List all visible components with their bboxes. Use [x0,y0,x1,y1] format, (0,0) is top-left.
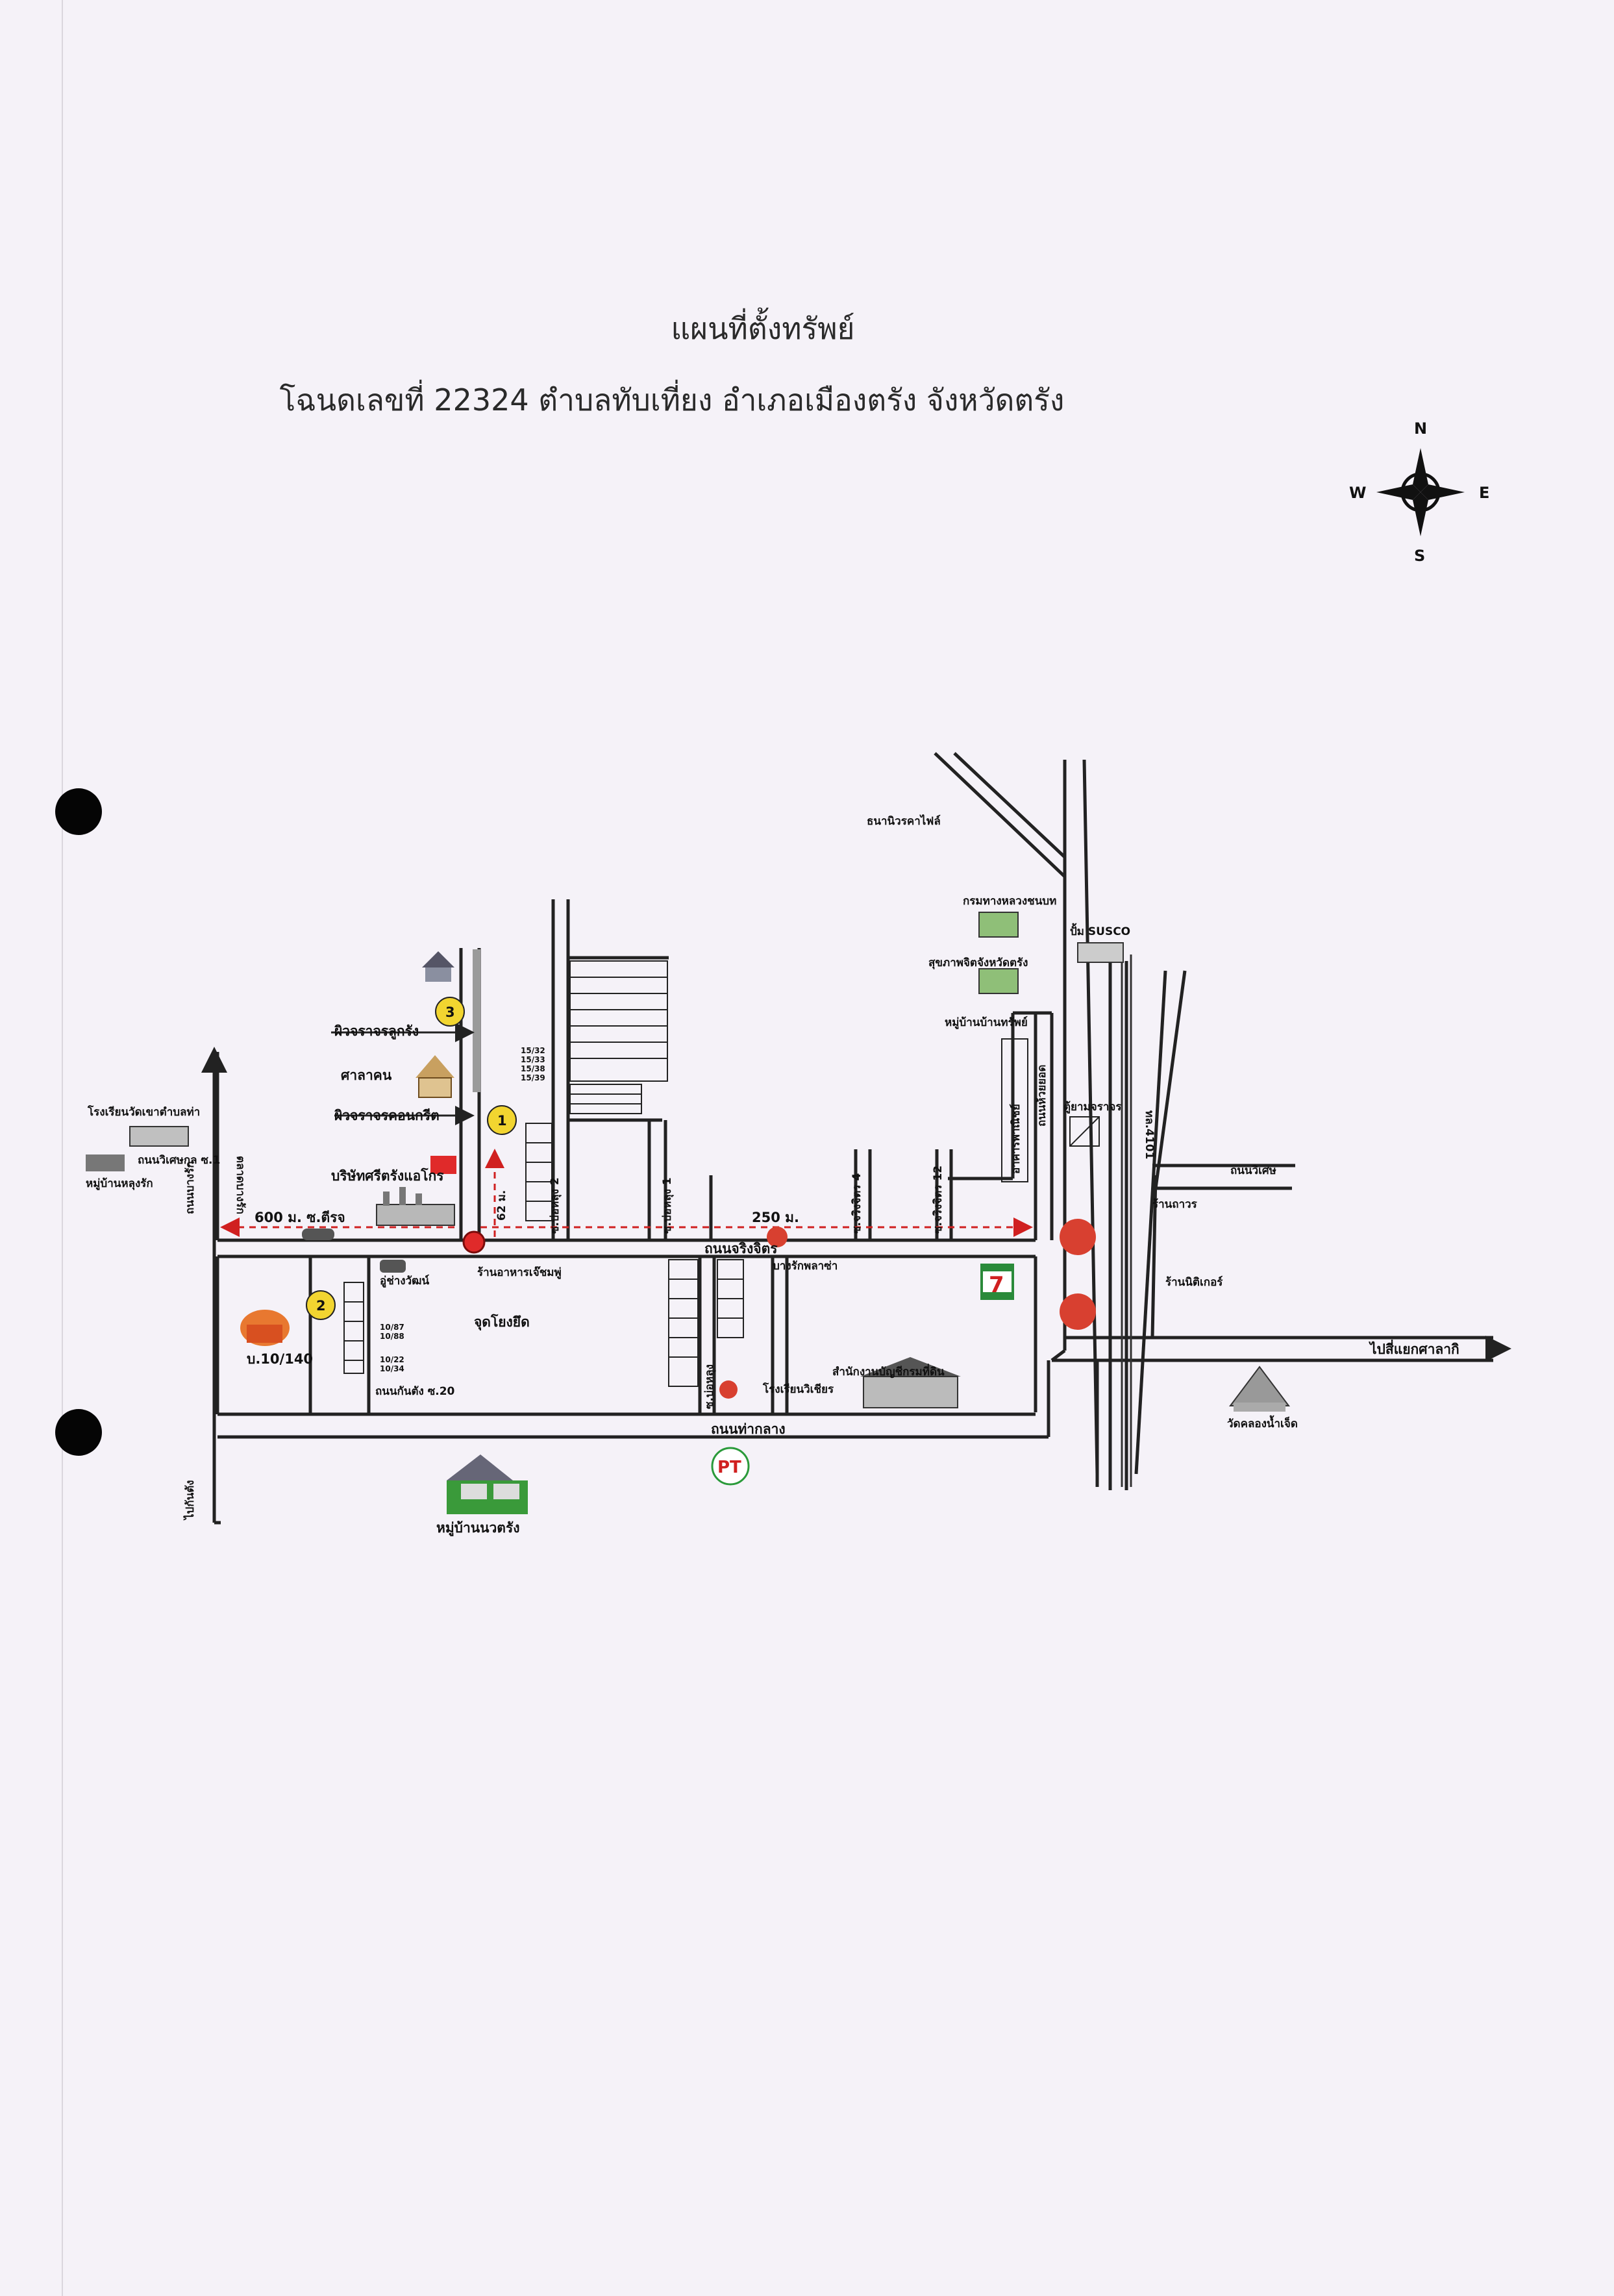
map-labels: ธนานิวรคาไฟล์ กรมทางหลวงชนบท สุขภาพจิตจั… [86,814,1459,1537]
svg-text:15/38: 15/38 [521,1064,545,1073]
label-temple: วัดคลองน้ำเจ็ด [1227,1415,1298,1430]
label-west-road: ถนนบางรัก [184,1161,197,1214]
distance-arrows [220,1149,1033,1237]
svg-text:3: 3 [445,1004,455,1020]
label-shop-1: ร้านอาหารเจ๊ชมพู่ [477,1266,562,1280]
svg-text:2: 2 [316,1298,326,1314]
orange-house-icon [240,1310,290,1346]
label-school-2: โรงเรียนวิเชียร [762,1382,834,1396]
label-lane-20: ถนนกันตัง ซ.20 [375,1385,455,1398]
svg-text:10/87: 10/87 [380,1323,404,1332]
label-soi-4: ซ.จริงจิตร 12 [932,1166,945,1234]
map-title: แผนที่ตั้งทรัพย์ [671,311,855,346]
green-buildings-icon [978,912,1124,994]
label-shop-tavorn: ร้านถาวร [1152,1198,1198,1211]
label-factory: บริษัทศรีตรังแอโกร [331,1167,444,1184]
map-subtitle: โฉนดเลขที่ 22324 ตำบลทับเที่ยง อำเภอเมือ… [279,382,1065,418]
pointer-arrows [331,1023,475,1125]
compass-rose-icon: N S E W [1349,419,1489,565]
label-soi-1: ซ.บ่อหลุง 2 [549,1177,562,1234]
factory-icon [376,1187,455,1226]
svg-text:7: 7 [989,1272,1004,1298]
distance-west: 600 ม. ซ.ตีรจ [255,1210,345,1225]
red-restaurant-icons [719,1219,1096,1399]
punch-hole-top [55,788,102,835]
office-building [1001,1038,1028,1182]
label-concrete-1: ผิวจราจรลูกรัง [334,1023,419,1040]
label-shop-2: อู่ช่างวัฒน์ [380,1274,429,1288]
car-icon [302,1229,406,1273]
marker-2: 2 [306,1290,336,1320]
label-ne-road: ถนนห้วยยอด [1036,1065,1049,1127]
paper-edge [62,0,63,2296]
label-to-trang: ไปกันตัง [183,1480,197,1521]
label-village-top: หมู่บ้านบ้านทรัพย์ [945,1016,1028,1030]
label-road-cafe: ถนนวิเศษกุล ซ.1 [138,1154,220,1167]
seven-eleven-icon: 7 [980,1264,1014,1300]
label-soi-3: ซ.จริงจิตร 4 [850,1173,863,1234]
svg-text:15/33: 15/33 [521,1055,545,1064]
road-network [212,752,1493,1525]
svg-text:10/22: 10/22 [380,1355,404,1364]
distance-north: 62 ม. [495,1190,508,1221]
label-road-right: ถนนวิเศษ [1230,1164,1276,1177]
pavilion-icon [416,1055,454,1098]
label-main-road: ถนนจริงจิตร [704,1241,778,1256]
village-bottom-icon [447,1454,528,1514]
label-concrete-2: ผิวจราจรคอนกรีต [334,1108,439,1123]
police-box-icon [1069,1116,1100,1147]
label-cabin: ตู้ยามจราจร [1063,1101,1122,1114]
gas-station-icon: PT [711,1447,750,1486]
property-pin-icon [462,1230,486,1254]
compass-w: W [1349,484,1366,502]
direction-arrows [201,1047,1511,1362]
label-linking: จุดโยงยึด [474,1314,530,1331]
marker-1: 1 [487,1105,517,1135]
label-trang-market: บางรักพลาซ่า [773,1260,838,1273]
svg-text:10/34: 10/34 [380,1364,404,1373]
label-west-road-top: ตลาดบางรัก [234,1156,247,1214]
house-icon-top [422,951,454,982]
compass-n: N [1414,419,1427,438]
concrete-road-strip [473,949,480,1092]
label-school: สุขภาพจิตจังหวัดตรัง [928,956,1028,969]
label-shop-vitek: ร้านนิติเกอร์ [1165,1275,1223,1289]
label-highway: ทล.4101 [1143,1110,1156,1159]
label-house-no: บ.10/140 [247,1351,313,1367]
label-office: อาคารพาณิชย์ [1009,1104,1023,1174]
label-south-road: ถนนท่ากลาง [711,1421,786,1437]
svg-text:15/39: 15/39 [521,1073,545,1082]
marker-3: 3 [435,997,465,1027]
label-soi-5: ซ.บ่อหลุง [703,1364,716,1409]
label-village-bottom: หมู่บ้านนวตรัง [436,1520,519,1537]
label-hotel-top: ธนานิวรคาไฟล์ [867,814,941,828]
label-to-transit: ไปสี่แยกศาลากิ [1369,1339,1459,1357]
svg-text:10/88: 10/88 [380,1332,404,1341]
punch-hole-bottom [55,1409,102,1456]
building-blocks [343,960,1100,1387]
svg-text:15/32: 15/32 [521,1046,545,1055]
village-left-icon [86,1126,189,1171]
compass-e: E [1479,484,1489,502]
label-hospital: สำนักงานบัญชีกรมที่ดิน [832,1364,945,1379]
distance-east: 250 ม. [752,1210,799,1225]
svg-text:1: 1 [497,1113,507,1129]
factory-red-block [430,1156,456,1174]
label-bus-top: กรมทางหลวงชนบท [963,895,1056,908]
svg-text:PT: PT [717,1458,741,1477]
compass-s: S [1414,547,1425,565]
label-pavilion: ศาลาคน [341,1067,392,1083]
label-village-left: โรงเรียนวัดเขาตำบลท่า [87,1105,200,1119]
label-soi-2: ซ.บ่อหลุง 1 [661,1177,674,1234]
railway-track [1121,955,1132,1487]
temple-icon [1229,1366,1290,1412]
label-village-left-2: หมู่บ้านหลุงรัก [86,1177,153,1191]
office-building-icon [860,1357,961,1408]
label-susco: ปั้ม SUSCO [1070,923,1130,938]
